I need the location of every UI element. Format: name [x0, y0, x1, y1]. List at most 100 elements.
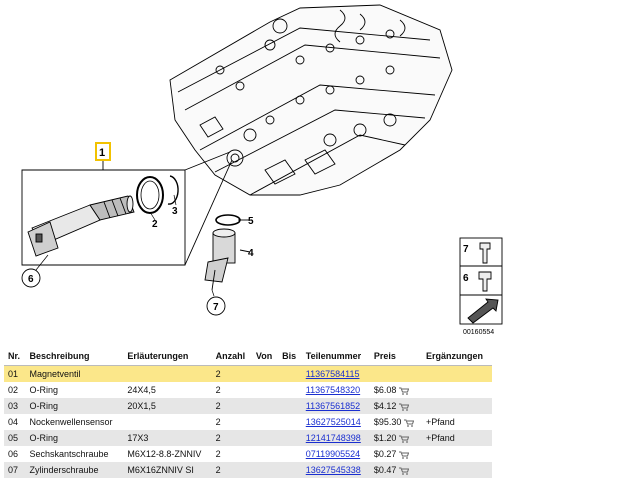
cell-von [251, 382, 279, 398]
cell-anzahl: 2 [211, 382, 252, 398]
cell-erlaeuterungen: M6X12-8.8-ZNNIV [123, 446, 212, 462]
header-nr: Nr. [4, 347, 26, 366]
header-teilenummer: Teilenummer [301, 347, 370, 366]
cell-nr: 02 [4, 382, 26, 398]
part-number-link[interactable]: 13627545338 [305, 465, 361, 475]
cell-nr: 07 [4, 462, 26, 478]
cell-ergaenzungen: +Pfand [422, 430, 492, 446]
cell-beschreibung: O-Ring [25, 382, 124, 398]
cell-nr: 05 [4, 430, 26, 446]
cart-icon[interactable] [404, 419, 415, 427]
price-value: $1.20 [373, 433, 397, 443]
callout-7[interactable]: 7 [213, 302, 219, 313]
price-value: $6.08 [373, 385, 397, 395]
parts-table: Nr. Beschreibung Erläuterungen Anzahl Vo… [4, 347, 492, 478]
parts-diagram: 1 2 3 4 5 6 7 7 6 00160554 [21, 4, 503, 336]
cart-icon[interactable] [399, 435, 410, 443]
cell-erlaeuterungen: M6X16ZNNIV SI [123, 462, 212, 478]
cell-teilenummer: 13627525014 [301, 414, 370, 430]
fastener-legend [459, 237, 503, 325]
cell-nr: 03 [4, 398, 26, 414]
part-number-link[interactable]: 11367584115 [305, 369, 360, 379]
cell-erlaeuterungen [123, 414, 212, 430]
cell-teilenummer: 12141748398 [301, 430, 370, 446]
legend-label-6[interactable]: 6 [463, 273, 469, 284]
part-number-link[interactable]: 11367561852 [305, 401, 361, 411]
header-bis: Bis [278, 347, 302, 366]
cell-bis [278, 414, 302, 430]
cell-preis: $0.47 [369, 462, 423, 478]
cell-teilenummer: 11367584115 [301, 365, 370, 382]
cell-teilenummer: 07119905524 [301, 446, 370, 462]
cart-icon[interactable] [399, 403, 410, 411]
cart-icon[interactable] [399, 467, 410, 475]
cell-bis [278, 365, 302, 382]
cell-beschreibung: Zylinderschraube [25, 462, 124, 478]
header-anzahl: Anzahl [211, 347, 252, 366]
cell-von [251, 365, 279, 382]
cell-erlaeuterungen: 20X1,5 [123, 398, 212, 414]
snap-ring-3-drawing [167, 175, 179, 205]
cell-ergaenzungen [422, 446, 492, 462]
cell-preis: $95.30 [369, 414, 423, 430]
cell-preis: $0.27 [369, 446, 423, 462]
cell-preis: $1.20 [369, 430, 423, 446]
solenoid-detail-box [21, 151, 233, 266]
header-preis: Preis [369, 347, 423, 366]
cell-von [251, 398, 279, 414]
cart-icon[interactable] [399, 451, 410, 459]
cell-nr: 04 [4, 414, 26, 430]
cell-erlaeuterungen: 24X4,5 [123, 382, 212, 398]
cell-bis [278, 446, 302, 462]
cell-beschreibung: Nockenwellensensor [25, 414, 124, 430]
cell-anzahl: 2 [211, 430, 252, 446]
part-number-link[interactable]: 12141748398 [305, 433, 361, 443]
cell-teilenummer: 11367548320 [301, 382, 370, 398]
part-number-link[interactable]: 07119905524 [305, 449, 361, 459]
price-value: $95.30 [373, 417, 402, 427]
cell-preis: $6.08 [369, 382, 423, 398]
callout-5[interactable]: 5 [248, 216, 254, 227]
header-von: Von [251, 347, 279, 366]
price-value: $4.12 [373, 401, 397, 411]
cell-von [251, 430, 279, 446]
part-number-link[interactable]: 13627525014 [305, 417, 361, 427]
cell-bis [278, 430, 302, 446]
header-beschreibung: Beschreibung [25, 347, 124, 366]
callout-1[interactable]: 1 [99, 147, 105, 159]
cell-von [251, 414, 279, 430]
cell-erlaeuterungen [123, 365, 212, 382]
cylinder-head-drawing [169, 4, 453, 196]
cell-teilenummer: 13627545338 [301, 462, 370, 478]
cell-erlaeuterungen: 17X3 [123, 430, 212, 446]
callout-1-highlight[interactable] [95, 142, 111, 161]
callout-6[interactable]: 6 [28, 274, 34, 285]
cell-von [251, 446, 279, 462]
cell-preis: $4.12 [369, 398, 423, 414]
cell-nr: 06 [4, 446, 26, 462]
cell-von [251, 462, 279, 478]
cell-beschreibung: O-Ring [25, 398, 124, 414]
legend-label-7[interactable]: 7 [463, 244, 469, 255]
callout-4[interactable]: 4 [248, 248, 254, 259]
cell-bis [278, 462, 302, 478]
cell-ergaenzungen [422, 382, 492, 398]
cell-anzahl: 2 [211, 446, 252, 462]
price-value: $0.27 [373, 449, 397, 459]
header-ergaenzungen: Ergänzungen [422, 347, 492, 366]
callout-3[interactable]: 3 [172, 206, 178, 217]
cart-icon[interactable] [399, 387, 410, 395]
cell-ergaenzungen: +Pfand [422, 414, 492, 430]
part-number-link[interactable]: 11367548320 [305, 385, 361, 395]
callout-2[interactable]: 2 [152, 219, 158, 230]
cell-preis [369, 365, 423, 382]
cell-anzahl: 2 [211, 462, 252, 478]
cell-anzahl: 2 [211, 414, 252, 430]
